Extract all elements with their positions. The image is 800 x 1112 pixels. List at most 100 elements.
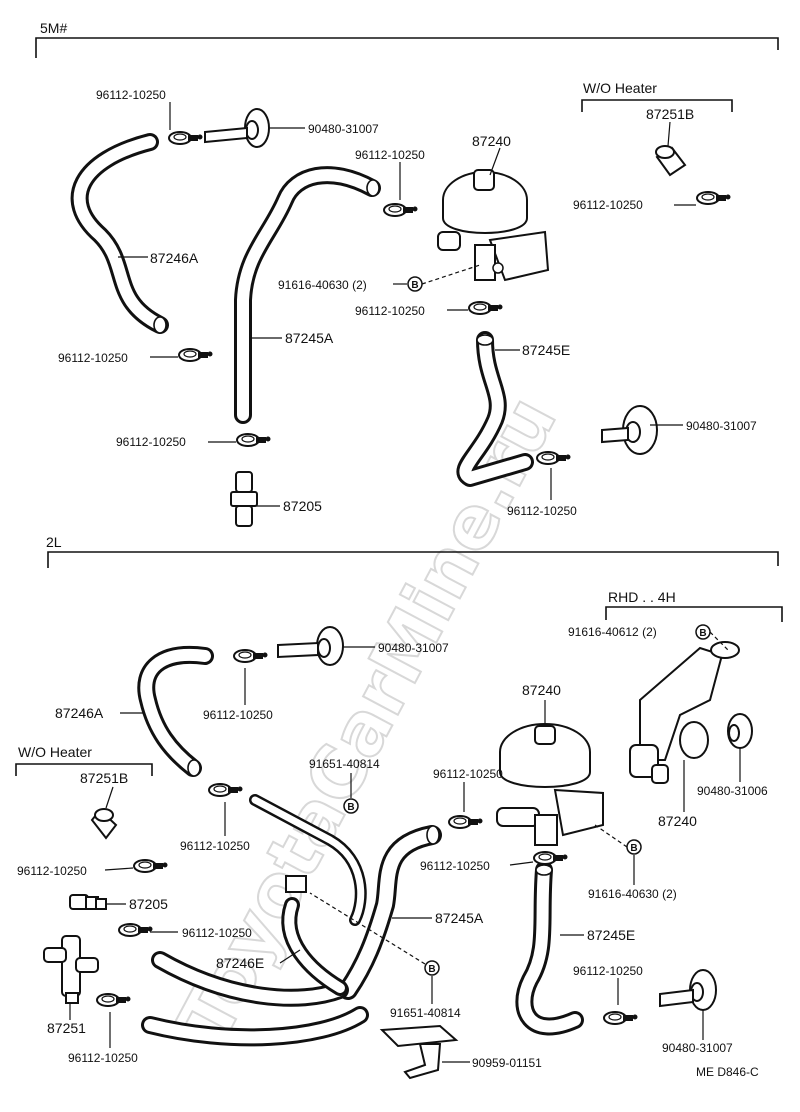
label-87246a-top: 87246A — [150, 250, 199, 266]
cap-87251b-top — [655, 145, 687, 177]
lead-b22 — [309, 892, 426, 965]
clamp-top-7 — [536, 451, 572, 465]
hose-87245a-bottom — [249, 794, 442, 1000]
section-5m-bracket — [35, 37, 779, 58]
label-87251b-top: 87251B — [646, 106, 694, 122]
valve-87240-top — [437, 169, 550, 282]
lead-b6 — [105, 786, 114, 809]
plug-90480-top — [204, 108, 270, 148]
b-marker-91651-bot — [424, 960, 440, 976]
hose-87246a-bottom — [137, 645, 214, 777]
label-87205-top: 87205 — [283, 498, 322, 514]
wo-heater-label-bottom: W/O Heater — [18, 744, 92, 760]
label-96112-top-4: 96112-10250 — [355, 304, 425, 318]
clamp-bottom-7 — [96, 993, 132, 1007]
hose-87246e-bottom — [141, 897, 369, 1047]
label-96112-top-2: 96112-10250 — [355, 148, 425, 162]
label-90480-bottom: 90480-31007 — [378, 641, 449, 655]
label-91651-top: 91651-40814 — [309, 757, 380, 771]
clamp-top-6 — [236, 433, 272, 447]
clamp-bottom-8 — [603, 1011, 639, 1025]
label-90959: 90959-01151 — [472, 1056, 542, 1070]
hose-87246a-top — [70, 133, 169, 334]
valve-87205-bottom — [69, 894, 107, 910]
valve-87205-top — [230, 471, 258, 527]
label-96112-bottom-4: 96112-10250 — [17, 864, 87, 878]
label-91616-valve: 91616-40630 (2) — [588, 887, 677, 901]
label-87251: 87251 — [47, 1020, 86, 1036]
rhd-bracket — [605, 606, 783, 622]
rhd-label: RHD . . 4H — [608, 589, 676, 605]
plug-90480-bottom-top — [277, 626, 344, 666]
lead-b15 — [104, 867, 134, 871]
label-87205-bottom: 87205 — [129, 896, 168, 912]
label-96112-bottom-2: 96112-10250 — [433, 767, 503, 781]
valve-87240-bottom — [496, 723, 604, 846]
clamp-bottom-2 — [208, 783, 244, 797]
label-96112-bottom-3: 96112-10250 — [180, 839, 250, 853]
lead-t3 — [489, 147, 501, 176]
lead-t9 — [421, 264, 481, 285]
label-96112-top-6: 96112-10250 — [116, 435, 186, 449]
b-marker-top — [407, 276, 423, 292]
label-90480-right: 90480-31007 — [686, 419, 757, 433]
label-91651-bottom: 91651-40814 — [390, 1006, 461, 1020]
label-87245e-bottom: 87245E — [587, 927, 635, 943]
label-96112-bottom-1: 96112-10250 — [203, 708, 273, 722]
clamp-bottom-4 — [133, 859, 169, 873]
lead-b20 — [279, 949, 301, 964]
clamp-top-4 — [178, 348, 214, 362]
lead-t4 — [667, 121, 671, 147]
b-marker-91651-top — [343, 798, 359, 814]
drawing-code: ME D846-C — [696, 1065, 759, 1079]
clamp-bottom-6 — [118, 923, 154, 937]
b-marker-valve — [626, 839, 642, 855]
label-87245a-top: 87245A — [285, 330, 334, 346]
clamp-bottom-3 — [448, 815, 484, 829]
label-87246e-bottom: 87246E — [216, 955, 264, 971]
label-87246a-bottom: 87246A — [55, 705, 104, 721]
label-96112-bottom-6: 96112-10250 — [182, 926, 252, 940]
lead-b13 — [594, 824, 628, 848]
lead-b12 — [509, 861, 534, 866]
label-96112-top-7: 96112-10250 — [507, 504, 577, 518]
section-2l-title: 2L — [46, 534, 62, 550]
section-2l-bracket — [47, 551, 779, 568]
label-90480-bottom-right: 90480-31007 — [662, 1041, 733, 1055]
clamp-bottom-5 — [533, 851, 569, 865]
section-5m: 5M# W/O Heater — [35, 20, 779, 527]
hose-87245e-top — [456, 331, 534, 487]
plug-90480-right — [601, 405, 658, 455]
hose-87245a-top — [234, 166, 381, 424]
section-2l: 2L RHD . . 4H W/O Heater — [15, 534, 783, 1080]
cap-87251b-bottom — [90, 808, 118, 840]
hose-87245e-bottom — [515, 861, 584, 1036]
label-87240-top: 87240 — [472, 133, 511, 149]
label-96112-bottom-5: 96112-10250 — [420, 859, 490, 873]
valve-87240-rhd — [629, 641, 753, 784]
clamp-top-1 — [168, 131, 204, 145]
label-96112-top-1: 96112-10250 — [96, 88, 166, 102]
label-87251b-bottom: 87251B — [80, 770, 128, 786]
label-90480-31006: 90480-31006 — [697, 784, 768, 798]
clamp-top-2 — [383, 203, 419, 217]
label-87240-bottom: 87240 — [522, 682, 561, 698]
label-91616-rhd: 91616-40612 (2) — [568, 625, 657, 639]
label-96112-bottom-8: 96112-10250 — [68, 1051, 138, 1065]
wo-heater-bracket-bottom — [15, 763, 153, 776]
label-87245e-top: 87245E — [522, 342, 570, 358]
label-96112-top-5: 96112-10250 — [58, 351, 128, 365]
label-91616-top: 91616-40630 (2) — [278, 278, 367, 292]
clip-90959 — [379, 1024, 459, 1080]
wo-heater-label-top: W/O Heater — [583, 80, 657, 96]
wo-heater-bracket-top — [581, 99, 733, 112]
plug-90480-bottom-right — [659, 969, 717, 1011]
label-87245a-bottom: 87245A — [435, 910, 484, 926]
tee-87251 — [43, 935, 99, 1004]
clamp-top-5 — [468, 301, 504, 315]
lead-b1 — [709, 631, 729, 651]
label-90480-top: 90480-31007 — [308, 122, 379, 136]
section-5m-title: 5M# — [40, 20, 67, 36]
label-96112-bottom-7: 96112-10250 — [573, 964, 643, 978]
